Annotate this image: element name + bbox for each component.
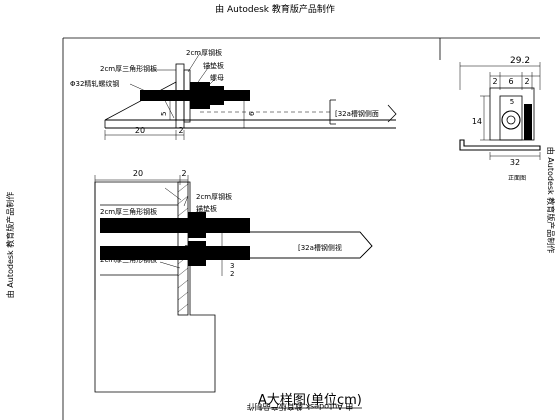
dim-20-front: 20 xyxy=(133,169,143,178)
label-channel-front: [32a槽钢侧视 xyxy=(298,243,342,252)
dim-3-front: 3 xyxy=(230,262,234,270)
label-nut-top: 螺母 xyxy=(210,73,224,82)
watermark-right: 由 Autodesk 教育版产品制作 xyxy=(546,147,556,253)
front-view: 2cm厚三角形钢板 2cm厚钢板 锚垫板 螺母 2cm厚三角形钢板 [32a槽钢… xyxy=(94,169,373,393)
dim-5-front: 5 xyxy=(166,246,170,254)
dim-2-front: 2 xyxy=(181,169,186,178)
label-triangle-plate-lower: 2cm厚三角形钢板 xyxy=(100,255,157,264)
dim-2b-section: 2 xyxy=(524,77,529,86)
dim-6-front: 6 xyxy=(184,244,189,252)
dim-20-top: 20 xyxy=(135,126,145,135)
section-view: 29.2 2 6 2 14 32 6 5 正面图 xyxy=(459,56,541,182)
label-triangle-plate-top: 2cm厚三角形钢板 xyxy=(100,64,157,73)
dim-14-section: 14 xyxy=(472,117,482,126)
dim-6b-section: 6 xyxy=(525,135,533,140)
dim-5-section: 5 xyxy=(510,98,514,106)
dim-2a-section: 2 xyxy=(492,77,497,86)
dim-2b-front: 2 xyxy=(230,270,234,278)
dim-5-top: 5 xyxy=(160,112,168,116)
drawing-title: A大样图(单位cm) xyxy=(258,393,362,408)
dim-32-section: 32 xyxy=(510,158,520,167)
dim-6-top: 6 xyxy=(248,111,256,116)
dim-2-top: 2 xyxy=(178,126,183,135)
watermark-bottom-mirrored: 由 Autodesk 教育版产品制作 xyxy=(247,402,353,412)
label-anchor-plate-top: 锚垫板 xyxy=(203,61,224,70)
label-steel-plate-front: 2cm厚钢板 xyxy=(196,192,232,201)
watermark-left: 由 Autodesk 教育版产品制作 xyxy=(5,192,15,298)
watermark-top: 由 Autodesk 教育版产品制作 xyxy=(215,3,335,15)
label-front-view-section: 正面图 xyxy=(508,175,526,182)
drawing-frame xyxy=(62,37,540,420)
label-rebar-top: Φ32精轧螺纹钢 xyxy=(70,79,119,88)
label-anchor-plate-front: 锚垫板 xyxy=(196,204,217,213)
dim-29-2: 29.2 xyxy=(510,56,530,66)
label-channel-side-top: [32a槽钢侧面 xyxy=(335,109,379,118)
nut-top xyxy=(190,82,210,109)
label-steel-plate-top: 2cm厚钢板 xyxy=(186,48,222,57)
label-nut-front: 螺母 xyxy=(210,218,224,227)
label-triangle-plate-upper: 2cm厚三角形钢板 xyxy=(100,207,157,216)
top-view: 2cm厚三角形钢板 2cm厚钢板 锚垫板 螺母 Φ32精轧螺纹钢 [32a槽钢侧… xyxy=(70,48,397,140)
rebar-front xyxy=(100,218,250,233)
dim-6-section: 6 xyxy=(508,77,513,86)
nut-front xyxy=(188,212,206,238)
